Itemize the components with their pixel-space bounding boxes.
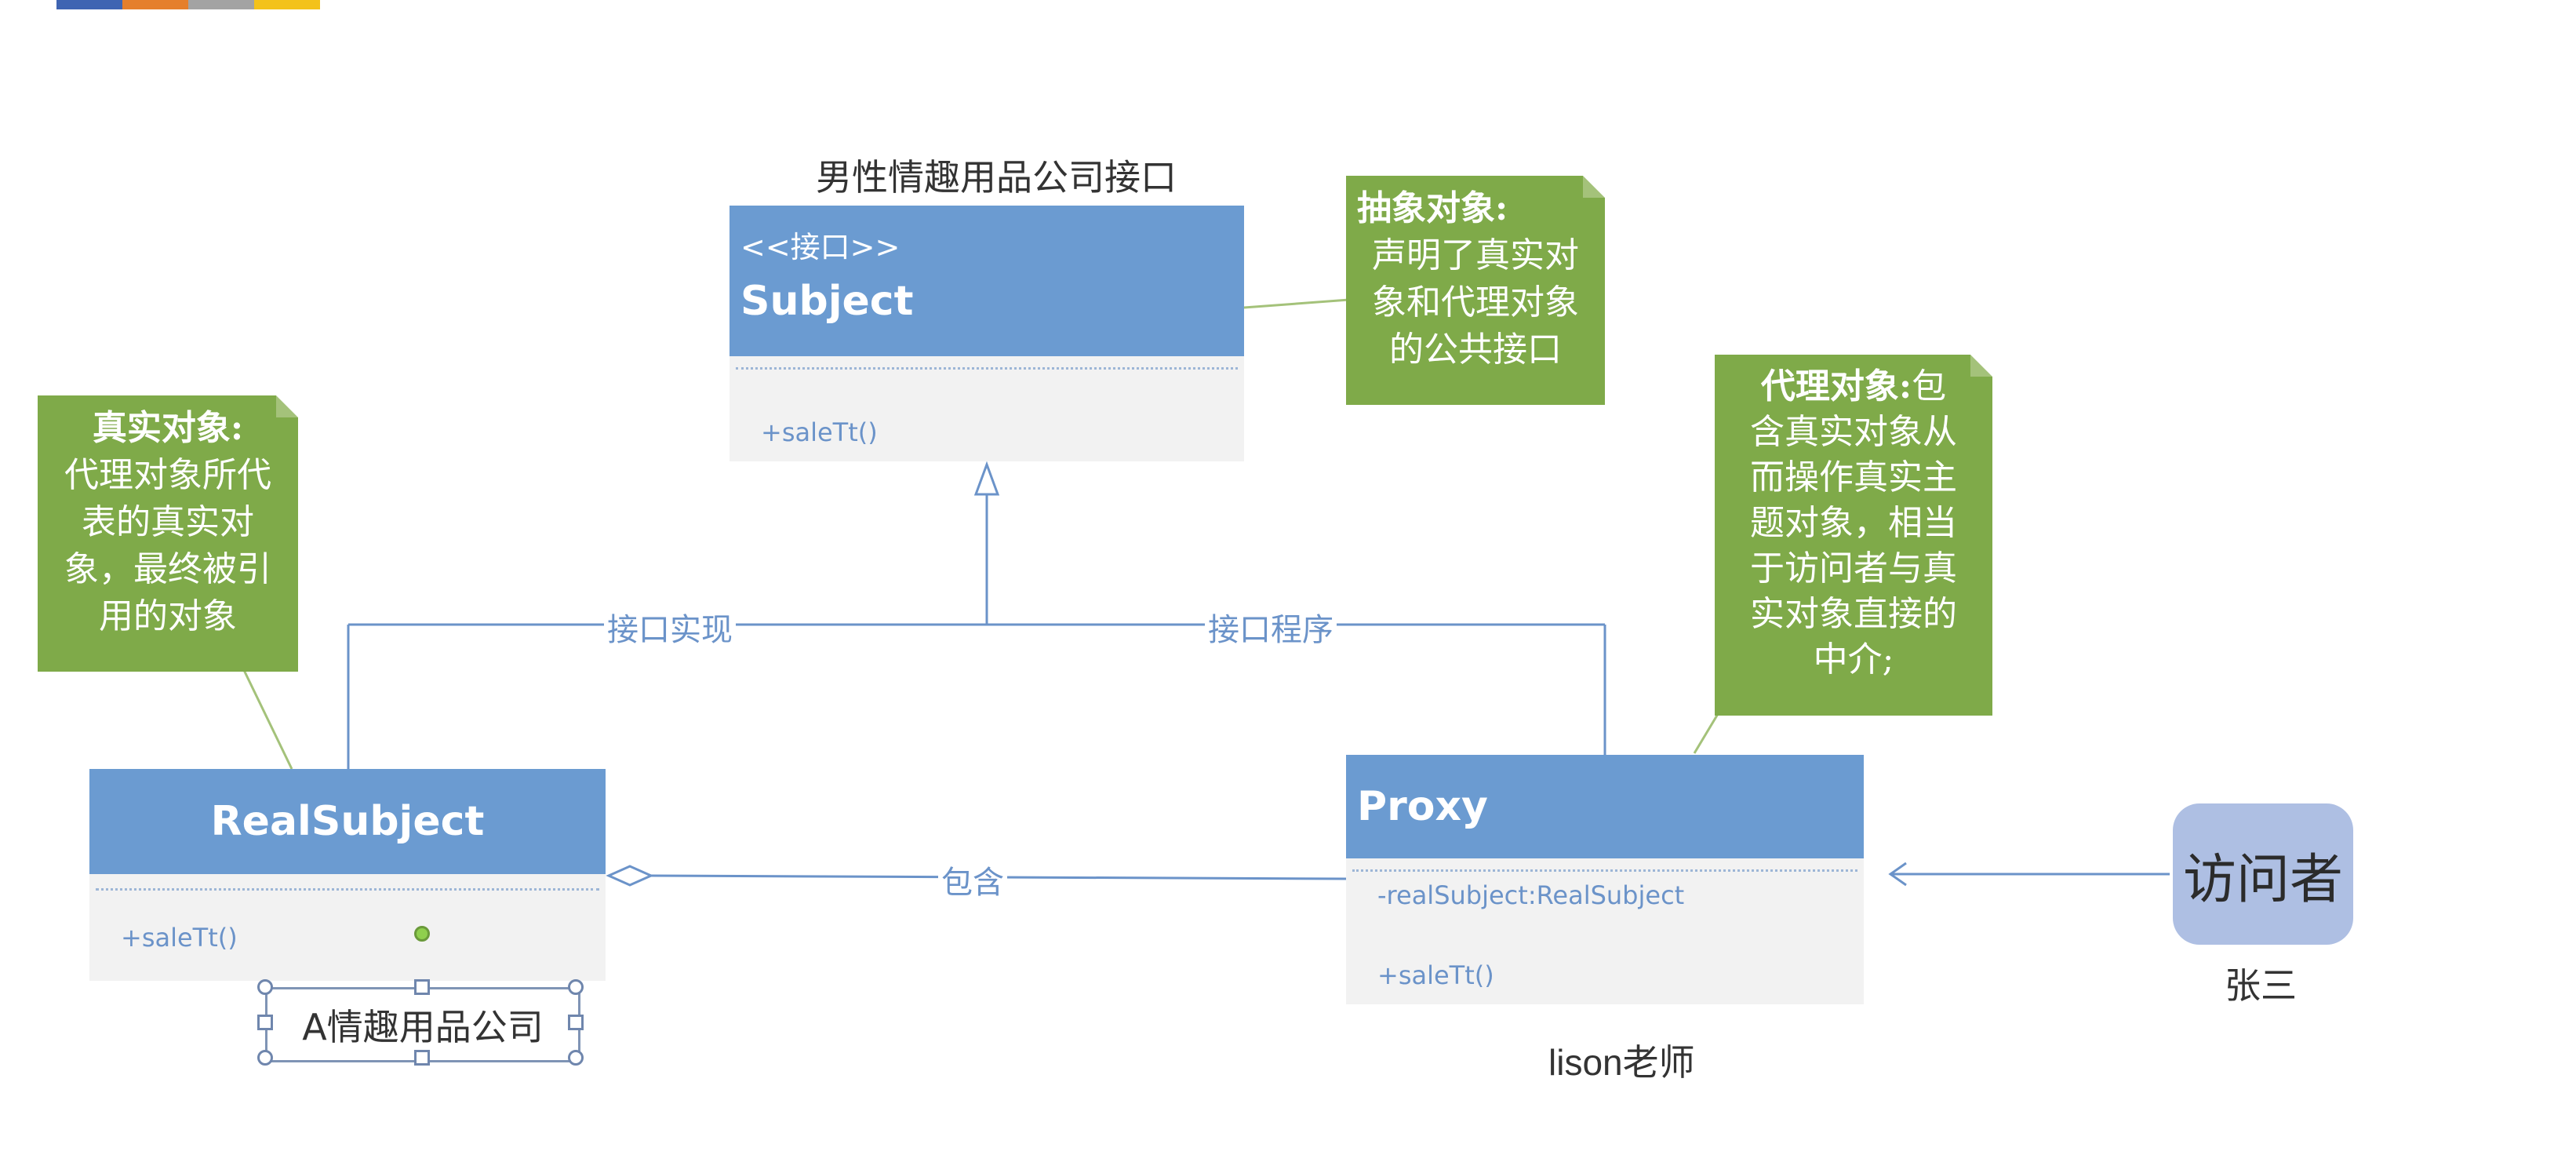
brand-bar-orange	[122, 0, 188, 9]
proxy-note-leader	[1693, 713, 1719, 754]
resize-handle-left[interactable]	[257, 1015, 273, 1030]
brand-bar-yellow	[254, 0, 320, 9]
proxy-note-line-3: 题对象，相当	[1750, 503, 1957, 543]
rotate-handle[interactable]	[414, 926, 430, 942]
implements-right-label: 接口程序	[1205, 604, 1337, 650]
subject-method: +saleTt()	[761, 417, 878, 447]
real-subject-class[interactable]: RealSubject +saleTt()	[89, 769, 606, 981]
proxy-note-line-1: 含真实对象从	[1750, 412, 1957, 452]
implements-left-label: 接口实现	[604, 604, 736, 650]
real-note-line-3: 象，最终被引	[64, 549, 271, 589]
note-fold	[1970, 355, 1992, 377]
subject-stereotype: <<接口>>	[740, 230, 901, 264]
proxy-divider	[1352, 869, 1857, 872]
realization-arrowhead	[973, 461, 1000, 496]
contains-label: 包含	[938, 857, 1007, 902]
subject-class[interactable]: <<接口>> Subject +saleTt()	[730, 206, 1244, 461]
resize-handle-top-right[interactable]	[568, 979, 584, 995]
proxy-note-line-4: 于访问者与真	[1750, 548, 1957, 588]
proxy-attribute: -realSubject:RealSubject	[1377, 880, 1685, 910]
real-object-note: 真实对象: 代理对象所代 表的真实对 象，最终被引 用的对象	[38, 395, 298, 672]
subject-divider	[736, 367, 1238, 370]
proxy-class-header: Proxy	[1346, 755, 1864, 858]
resize-handle-bottom-left[interactable]	[257, 1050, 273, 1066]
resize-handle-bottom[interactable]	[414, 1050, 430, 1066]
proxy-note-title-tail: 包	[1912, 366, 1947, 406]
resize-handle-top[interactable]	[414, 979, 430, 995]
visitor-name: 张三	[2225, 964, 2297, 1007]
subject-caption: 男性情趣用品公司接口	[816, 156, 1177, 199]
visitor-label: 访问者	[2182, 848, 2343, 911]
real-subject-class-header: RealSubject	[89, 769, 606, 874]
proxy-object-note: 代理对象:包 含真实对象从 而操作真实主 题对象，相当 于访问者与真 实对象直接…	[1715, 355, 1992, 716]
proxy-note-title: 代理对象:	[1760, 366, 1912, 406]
note-fold	[276, 395, 298, 417]
abstract-note-line-1: 声明了真实对	[1372, 235, 1579, 275]
abstract-note-line-3: 的公共接口	[1389, 330, 1562, 370]
subject-class-header: <<接口>> Subject	[730, 206, 1244, 356]
resize-handle-top-left[interactable]	[257, 979, 273, 995]
abstract-note-title: 抽象对象:	[1357, 188, 1508, 228]
real-note-line-1: 代理对象所代	[64, 455, 271, 495]
company-textbox-text: A情趣用品公司	[302, 1006, 544, 1048]
visitor-arrowhead	[1888, 862, 1907, 887]
real-subject-class-name: RealSubject	[210, 798, 485, 845]
abstract-note-line-2: 象和代理对象	[1372, 282, 1579, 322]
proxy-method: +saleTt()	[1377, 960, 1494, 990]
proxy-class[interactable]: Proxy -realSubject:RealSubject +saleTt()	[1346, 755, 1864, 1004]
brand-bar-gray	[188, 0, 254, 9]
real-note-line-2: 表的真实对	[82, 502, 254, 542]
real-note-title: 真实对象:	[92, 408, 244, 448]
proxy-class-name: Proxy	[1357, 783, 1488, 830]
real-subject-method: +saleTt()	[121, 923, 238, 953]
resize-handle-right[interactable]	[568, 1015, 584, 1030]
proxy-note-line-5: 实对象直接的	[1750, 594, 1957, 634]
real-note-leader	[242, 668, 293, 770]
brand-bar-blue	[56, 0, 122, 9]
proxy-note-line-2: 而操作真实主	[1750, 457, 1957, 497]
note-fold	[1583, 176, 1605, 198]
proxy-note-line-6: 中介;	[1813, 639, 1894, 680]
real-subject-divider	[96, 888, 599, 891]
subject-class-name: Subject	[740, 278, 914, 325]
real-note-line-4: 用的对象	[99, 596, 237, 636]
teacher-label: lison老师	[1548, 1042, 1695, 1083]
abstract-note-leader	[1243, 298, 1350, 309]
resize-handle-bottom-right[interactable]	[568, 1050, 584, 1066]
abstract-object-note: 抽象对象: 声明了真实对 象和代理对象 的公共接口	[1346, 176, 1605, 405]
aggregation-diamond	[606, 865, 654, 887]
visitor-box[interactable]: 访问者	[2173, 803, 2353, 945]
